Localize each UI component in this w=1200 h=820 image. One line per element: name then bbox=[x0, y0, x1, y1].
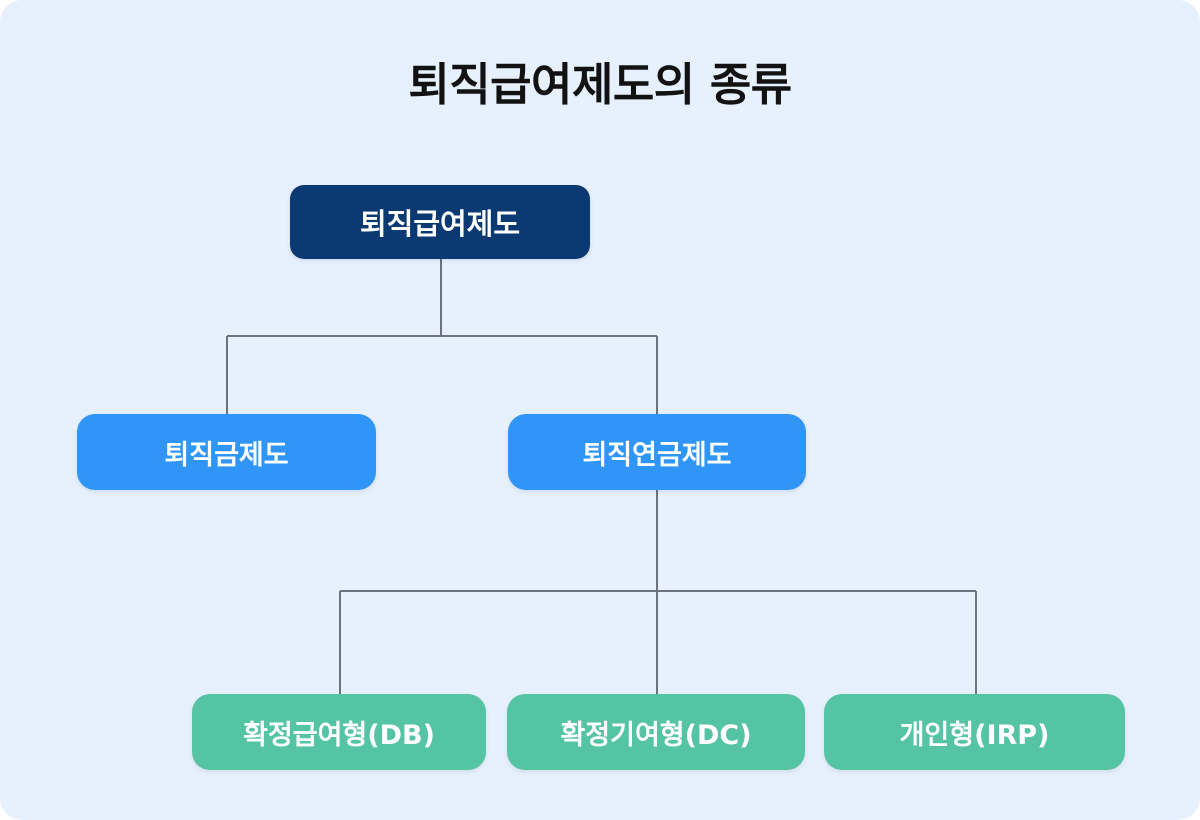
node-leaf-individual-retirement-pension-irp[interactable]: 개인형(IRP) bbox=[824, 694, 1125, 770]
node-branch-retirement-pension-system[interactable]: 퇴직연금제도 bbox=[508, 414, 806, 490]
node-leaf-defined-contribution-dc[interactable]: 확정기여형(DC) bbox=[507, 694, 805, 770]
page-title: 퇴직급여제도의 종류 bbox=[408, 58, 792, 111]
node-branch-severance-pay-system[interactable]: 퇴직금제도 bbox=[77, 414, 376, 490]
node-leaf-defined-benefit-db[interactable]: 확정급여형(DB) bbox=[192, 694, 486, 770]
node-root-retirement-benefit-system[interactable]: 퇴직급여제도 bbox=[290, 185, 590, 259]
